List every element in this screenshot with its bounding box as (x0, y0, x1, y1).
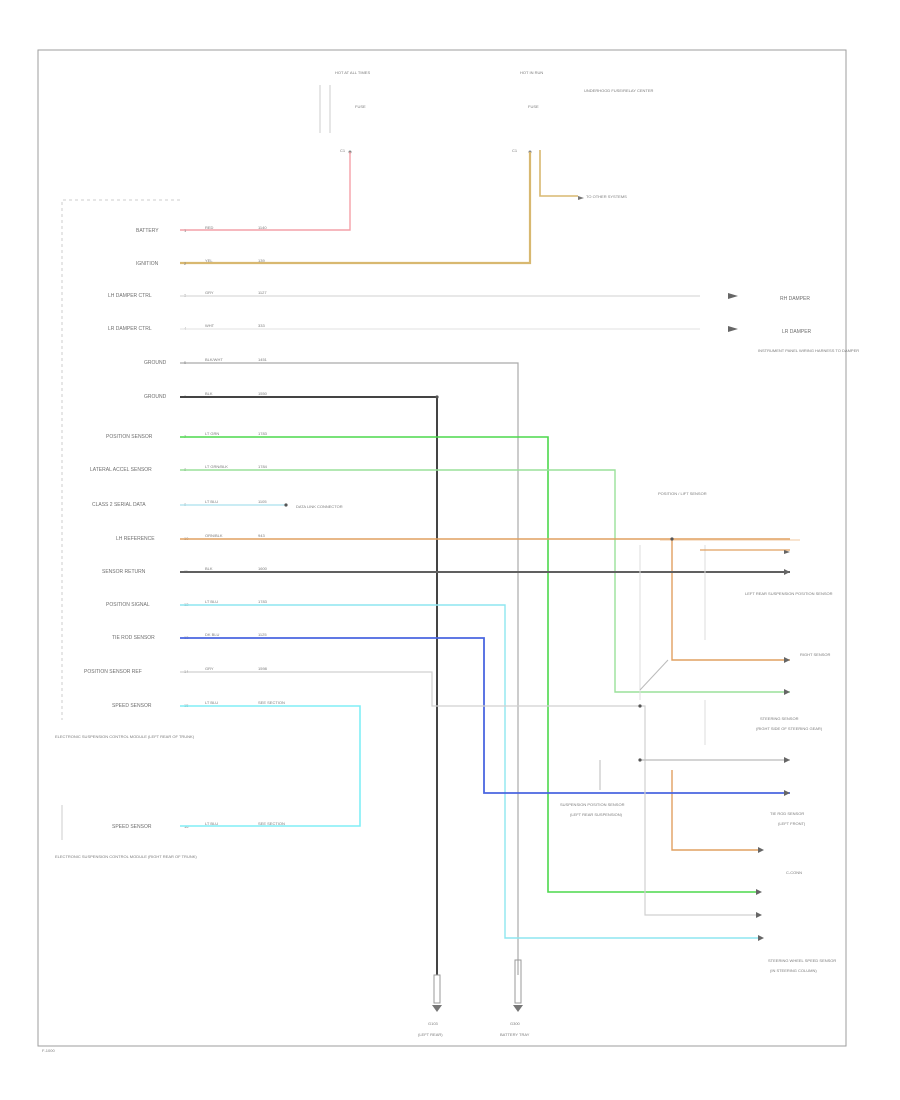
other-systems-label: TO OTHER SYSTEMS (586, 194, 627, 199)
pin-label: SENSOR RETURN (102, 569, 146, 575)
ground-note: BATTERY TRAY (500, 1032, 530, 1037)
right-labels: RH DAMPER LR DAMPER INSTRUMENT PANEL WIR… (560, 296, 859, 973)
pin-label: GROUND (144, 394, 167, 400)
tie-rod-note: (LEFT FRONT) (778, 821, 806, 826)
damper-note: INSTRUMENT PANEL WIRING HARNESS TO DAMPE… (758, 348, 859, 353)
pin-label: IGNITION (136, 261, 159, 267)
pin-label: LH DAMPER CTRL (108, 293, 152, 299)
pin-label: POSITION SENSOR REF (84, 669, 142, 675)
bottom-conn-label: C-CONN (786, 870, 802, 875)
pin-label: TIE ROD SENSOR (112, 635, 155, 641)
fuse-title: HOT AT ALL TIMES (335, 70, 370, 75)
svg-text:1451: 1451 (258, 357, 268, 362)
svg-text:1783: 1783 (258, 599, 268, 604)
ground-note: (LEFT REAR) (418, 1032, 443, 1037)
sensor-group-label: POSITION / LIFT SENSOR (658, 491, 707, 496)
svg-text:1550: 1550 (258, 391, 268, 396)
svg-text:1127: 1127 (258, 290, 267, 295)
svg-text:LT BLU: LT BLU (205, 821, 218, 826)
bottom-right-note: (IN STEERING COLUMN) (770, 968, 817, 973)
ground-label: G103 (428, 1021, 439, 1026)
svg-text:SEE SECTION: SEE SECTION (258, 821, 285, 826)
svg-text:GRY: GRY (205, 290, 214, 295)
svg-text:LT BLU: LT BLU (205, 599, 218, 604)
svg-text:BLK/WHT: BLK/WHT (205, 357, 223, 362)
pin-label: LH REFERENCE (116, 536, 155, 542)
left-module-note: (LEFT REAR SUSPENSION) (570, 812, 623, 817)
pin-label: CLASS 2 SERIAL DATA (92, 502, 146, 508)
ground-g300: G300 BATTERY TRAY (500, 959, 530, 1037)
svg-text:BLK: BLK (205, 566, 213, 571)
power-source-battery: HOT AT ALL TIMES FUSE C1 (319, 70, 370, 154)
svg-text:LT BLU: LT BLU (205, 499, 218, 504)
svg-text:1783: 1783 (258, 431, 268, 436)
svg-text:1105: 1105 (258, 499, 267, 504)
svg-text:ORN/BLK: ORN/BLK (205, 533, 223, 538)
wire-ignition-branch (539, 150, 578, 197)
svg-text:BLK: BLK (205, 391, 213, 396)
connector-arrows (728, 293, 790, 941)
svg-text:LT GRN: LT GRN (205, 431, 219, 436)
ground-label: G300 (510, 1021, 521, 1026)
svg-text:GRY: GRY (205, 666, 214, 671)
pin-label: SPEED SENSOR (112, 824, 152, 830)
svg-text:1: 1 (184, 228, 187, 233)
junction-note: UNDERHOOD FUSE/RELAY CENTER (584, 88, 654, 93)
svg-text:SEE SECTION: SEE SECTION (258, 700, 285, 705)
wire-codes: RED 1140 YEL 139 GRY 1127 WHT 333 BLK/WHT 145… (205, 225, 285, 826)
lower-sensor-label: STEERING SENSOR (760, 716, 799, 721)
svg-text:1140: 1140 (258, 225, 267, 230)
rh-damper-label: RH DAMPER (780, 296, 810, 302)
right-sensor-label: RIGHT SENSOR (800, 652, 830, 657)
wire-ignition (180, 152, 532, 265)
svg-text:1600: 1600 (258, 566, 268, 571)
svg-text:139: 139 (258, 258, 265, 263)
tie-rod-label: TIE ROD SENSOR (770, 811, 804, 816)
svg-text:LT BLU: LT BLU (205, 700, 218, 705)
fuse-label: FUSE (528, 104, 539, 109)
frame-code: F-1000 (42, 1048, 55, 1053)
svg-text:DK BLU: DK BLU (205, 632, 220, 637)
module-outline (61, 199, 180, 720)
splices (284, 395, 674, 762)
svg-text:1784: 1784 (258, 464, 268, 469)
pin-label: LR DAMPER CTRL (108, 326, 152, 332)
ground-g103: G103 (LEFT REAR) (418, 974, 443, 1037)
svg-text:LT GRN/BLK: LT GRN/BLK (205, 464, 228, 469)
wires (180, 295, 800, 975)
svg-text:943: 943 (258, 533, 265, 538)
fuse-label: FUSE (355, 104, 366, 109)
pin-label: POSITION SIGNAL (106, 602, 150, 608)
left-module-label: SUSPENSION POSITION SENSOR (560, 802, 625, 807)
svg-text:YEL: YEL (205, 258, 213, 263)
fuse-conn: C1 (340, 148, 346, 153)
pin-label: GROUND (144, 360, 167, 366)
left-pin-list: BATTERY IGNITION LH DAMPER CTRL LR DAMPE… (84, 228, 167, 830)
svg-text:WHT: WHT (205, 323, 215, 328)
dlc-note: DATA LINK CONNECTOR (296, 504, 343, 509)
module-note-right: ELECTRONIC SUSPENSION CONTROL MODULE (RI… (55, 854, 197, 859)
pin-label: BATTERY (136, 228, 159, 234)
fuse-conn: C1 (512, 148, 518, 153)
power-source-ignition: HOT IN RUN FUSE C1 UNDERHOOD FUSE/RELAY … (512, 70, 654, 200)
svg-text:1125: 1125 (258, 632, 267, 637)
svg-text:2: 2 (184, 261, 187, 266)
svg-text:333: 333 (258, 323, 265, 328)
pin-label: SPEED SENSOR (112, 703, 152, 709)
bottom-right-label: STEERING WHEEL SPEED SENSOR (768, 958, 836, 963)
diagram-border (37, 49, 847, 1047)
pin-label: POSITION SENSOR (106, 434, 153, 440)
wire-battery (180, 152, 351, 231)
svg-text:1598: 1598 (258, 666, 268, 671)
pin-label: LATERAL ACCEL SENSOR (90, 467, 152, 473)
module-note-left: ELECTRONIC SUSPENSION CONTROL MODULE (LE… (55, 734, 195, 739)
fuse-title: HOT IN RUN (520, 70, 543, 75)
lower-sensor-note: (RIGHT SIDE OF STEERING GEAR) (756, 726, 823, 731)
lr-damper-label: LR DAMPER (782, 329, 812, 335)
sensor-group-note: LEFT REAR SUSPENSION POSITION SENSOR (745, 591, 833, 596)
svg-text:RED: RED (205, 225, 214, 230)
